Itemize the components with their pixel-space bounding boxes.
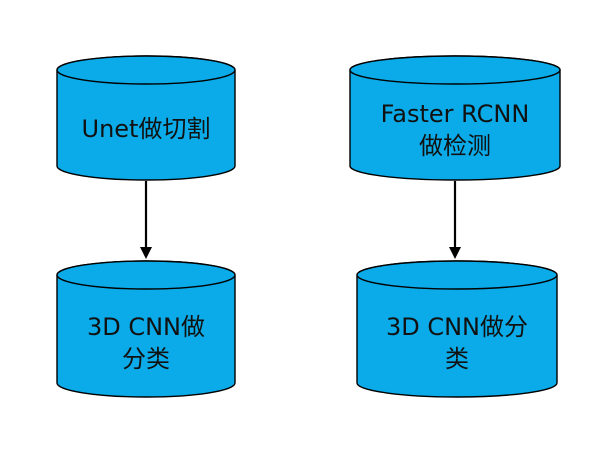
cylinder-cnn-right-label-line-2: 类 xyxy=(445,345,469,373)
cylinder-cnn-left-label-line-1: 3D CNN做 xyxy=(87,313,205,341)
cylinder-cnn-left-label-line-2: 分类 xyxy=(122,345,170,373)
arrow-unet-to-cnn-left-head xyxy=(140,247,152,259)
cylinder-faster-rcnn-label-line-1: Faster RCNN xyxy=(381,100,530,128)
cylinder-unet-top xyxy=(56,55,236,85)
cylinder-cnn-left-top xyxy=(56,260,236,290)
cylinder-cnn-right-label-line-1: 3D CNN做分 xyxy=(386,313,528,341)
cylinder-unet: Unet做切割 xyxy=(56,55,236,181)
arrow-faster-rcnn-to-cnn-right xyxy=(449,181,461,259)
arrow-faster-rcnn-to-cnn-right-head xyxy=(449,247,461,259)
cylinder-cnn-right-top xyxy=(356,260,558,290)
cylinder-cnn-right: 3D CNN做分 类 xyxy=(356,260,558,398)
cylinder-faster-rcnn: Faster RCNN 做检测 xyxy=(349,55,561,181)
cylinder-faster-rcnn-top xyxy=(349,55,561,85)
cylinder-faster-rcnn-label-line-2: 做检测 xyxy=(419,132,491,160)
cylinder-unet-label: Unet做切割 xyxy=(82,115,211,143)
cylinder-cnn-left: 3D CNN做 分类 xyxy=(56,260,236,398)
arrow-unet-to-cnn-left xyxy=(140,181,152,259)
